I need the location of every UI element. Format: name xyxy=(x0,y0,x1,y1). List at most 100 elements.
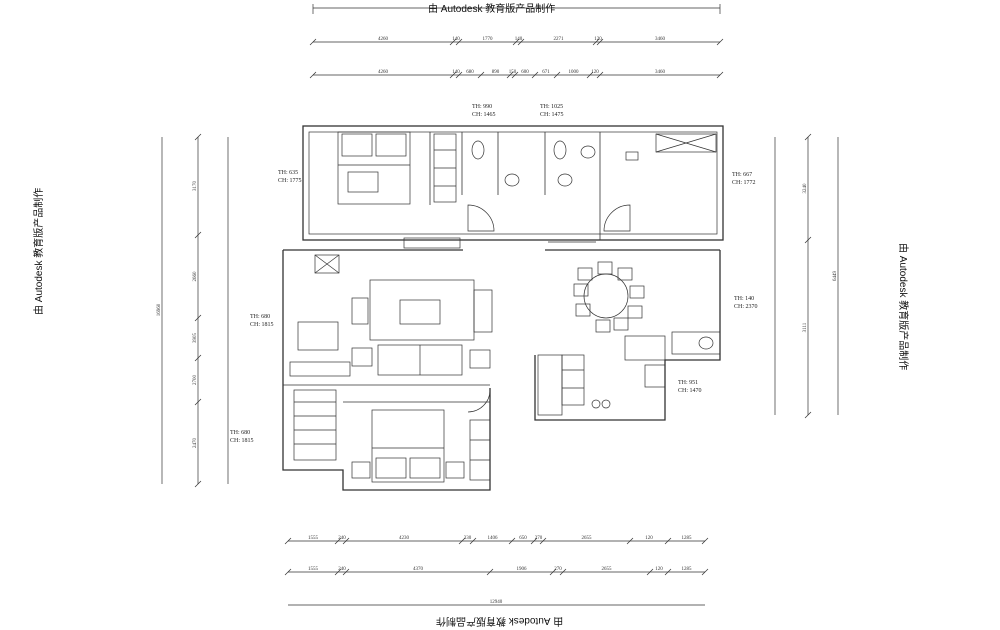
dimension-tick xyxy=(539,537,547,545)
watermark-right: 由 Autodesk 教育版产品制作 xyxy=(897,243,908,371)
dim-bottom-row1: 1285 xyxy=(682,536,693,541)
dim-bottom-row2: 270 xyxy=(554,567,562,572)
room-dining-sill-height: CH: 2370 xyxy=(734,304,758,310)
dimension-tick xyxy=(596,71,604,79)
dimension-tick xyxy=(455,71,463,79)
dim-bottom-row2: 120 xyxy=(655,567,663,572)
dim-bottom-row1: 650 xyxy=(519,536,527,541)
dimension-tick xyxy=(334,537,342,545)
dim-top-row1: 140 xyxy=(452,37,460,42)
dimension-tick xyxy=(512,38,520,46)
dimension-tick xyxy=(506,71,514,79)
dim-bottom-row2: 240 xyxy=(338,567,346,572)
dimension-tick xyxy=(646,568,654,576)
dimension-tick xyxy=(458,537,466,545)
dim-bottom-row1: 270 xyxy=(535,536,543,541)
dimension-tick xyxy=(334,568,342,576)
dimension-tick xyxy=(449,71,457,79)
dim-left-row: 2660 xyxy=(193,271,198,282)
room-bath1-sill-height: CH: 1465 xyxy=(472,112,496,118)
furniture xyxy=(289,131,721,483)
dim-right-row: 3240 xyxy=(803,183,808,194)
dimension-tick xyxy=(664,568,672,576)
dim-right-row: 3111 xyxy=(803,322,808,332)
dimension-tick xyxy=(586,71,594,79)
dim-top-row2: 600 xyxy=(521,70,529,75)
room-bed_top-window-height: TH: 635 xyxy=(278,170,298,176)
dimension-tick xyxy=(194,314,202,322)
room-bath1-window-height: TH: 990 xyxy=(472,104,492,110)
dim-left-row: 2470 xyxy=(193,438,198,449)
dimension-tick xyxy=(549,568,557,576)
room-kitchen-window-height: TH: 951 xyxy=(678,380,698,386)
dimension-tick xyxy=(469,537,477,545)
dimension-tick xyxy=(477,71,485,79)
room-study-window-height: TH: 667 xyxy=(732,172,752,178)
dim-bottom-total: 12940 xyxy=(490,600,503,605)
dim-bottom-row2: 4370 xyxy=(413,567,424,572)
dim-bottom-row1: 330 xyxy=(464,536,472,541)
dim-top-row1: 140 xyxy=(515,37,523,42)
dim-top-row2: 680 xyxy=(466,70,474,75)
dim-top-row2: 671 xyxy=(542,70,550,75)
dimension-tick xyxy=(626,537,634,545)
dimension-tick xyxy=(517,38,525,46)
room-bath2-window-height: TH: 1025 xyxy=(540,104,563,110)
dimension-tick xyxy=(194,231,202,239)
dim-top-row2: 890 xyxy=(492,70,500,75)
dim-top-row2: 150 xyxy=(509,70,517,75)
dimension-tick xyxy=(531,71,539,79)
dimension-tick xyxy=(664,537,672,545)
dim-left-row: 3170 xyxy=(193,181,198,192)
dimension-tick xyxy=(342,568,350,576)
dim-top-row1: 120 xyxy=(594,37,602,42)
dimension-tick xyxy=(508,537,516,545)
dimension-tick xyxy=(449,38,457,46)
room-bed_bottom-sill-height: CH: 1815 xyxy=(230,438,254,444)
dim-top-row1: 2271 xyxy=(554,37,565,42)
dimension-tick xyxy=(804,236,812,244)
dimension-tick xyxy=(309,71,317,79)
room-bed_top-sill-height: CH: 1775 xyxy=(278,178,302,184)
dimension-tick xyxy=(596,38,604,46)
dim-bottom-row1: 120 xyxy=(645,536,653,541)
dimension-tick xyxy=(530,537,538,545)
watermark-left: 由 Autodesk 教育版产品制作 xyxy=(34,187,45,315)
room-study-sill-height: CH: 1772 xyxy=(732,180,756,186)
dimension-tick xyxy=(559,568,567,576)
room-living-sill-height: CH: 1815 xyxy=(250,322,274,328)
room-kitchen-sill-height: CH: 1470 xyxy=(678,388,702,394)
dimension-tick xyxy=(342,537,350,545)
dimension-tick xyxy=(511,71,519,79)
dimension-tick xyxy=(701,537,709,545)
dimension-tick xyxy=(194,480,202,488)
watermark-bottom: 由 Autodesk 教育版产品制作 xyxy=(436,615,564,626)
dimension-tick xyxy=(194,133,202,141)
dim-top-row1: 3460 xyxy=(655,37,666,42)
dimension-tick xyxy=(804,411,812,419)
dimension-tick xyxy=(194,354,202,362)
dimension-tick xyxy=(592,38,600,46)
dim-top-row2: 4260 xyxy=(378,70,389,75)
dimension-tick xyxy=(716,38,724,46)
dim-top-row1: 4260 xyxy=(378,37,389,42)
dim-left-row: 2700 xyxy=(193,375,198,386)
dim-top-row2: 1000 xyxy=(569,70,580,75)
dimension-tick xyxy=(486,568,494,576)
dim-bottom-row1: 240 xyxy=(338,536,346,541)
dimension-tick xyxy=(553,71,561,79)
room-bed_bottom-window-height: TH: 680 xyxy=(230,430,250,436)
dim-bottom-row1: 1555 xyxy=(308,536,319,541)
dim-bottom-row2: 1906 xyxy=(517,567,528,572)
dim-bottom-row2: 2655 xyxy=(602,567,613,572)
dimension-tick xyxy=(716,71,724,79)
dim-top-row2: 3460 xyxy=(655,70,666,75)
dim-right-total: 6449 xyxy=(833,271,838,282)
dim-bottom-row2: 1285 xyxy=(682,567,693,572)
room-living-window-height: TH: 680 xyxy=(250,314,270,320)
dimension-tick xyxy=(194,398,202,406)
dimension-tick xyxy=(701,568,709,576)
dimension-tick xyxy=(804,133,812,141)
dim-top-row2: 140 xyxy=(452,70,460,75)
